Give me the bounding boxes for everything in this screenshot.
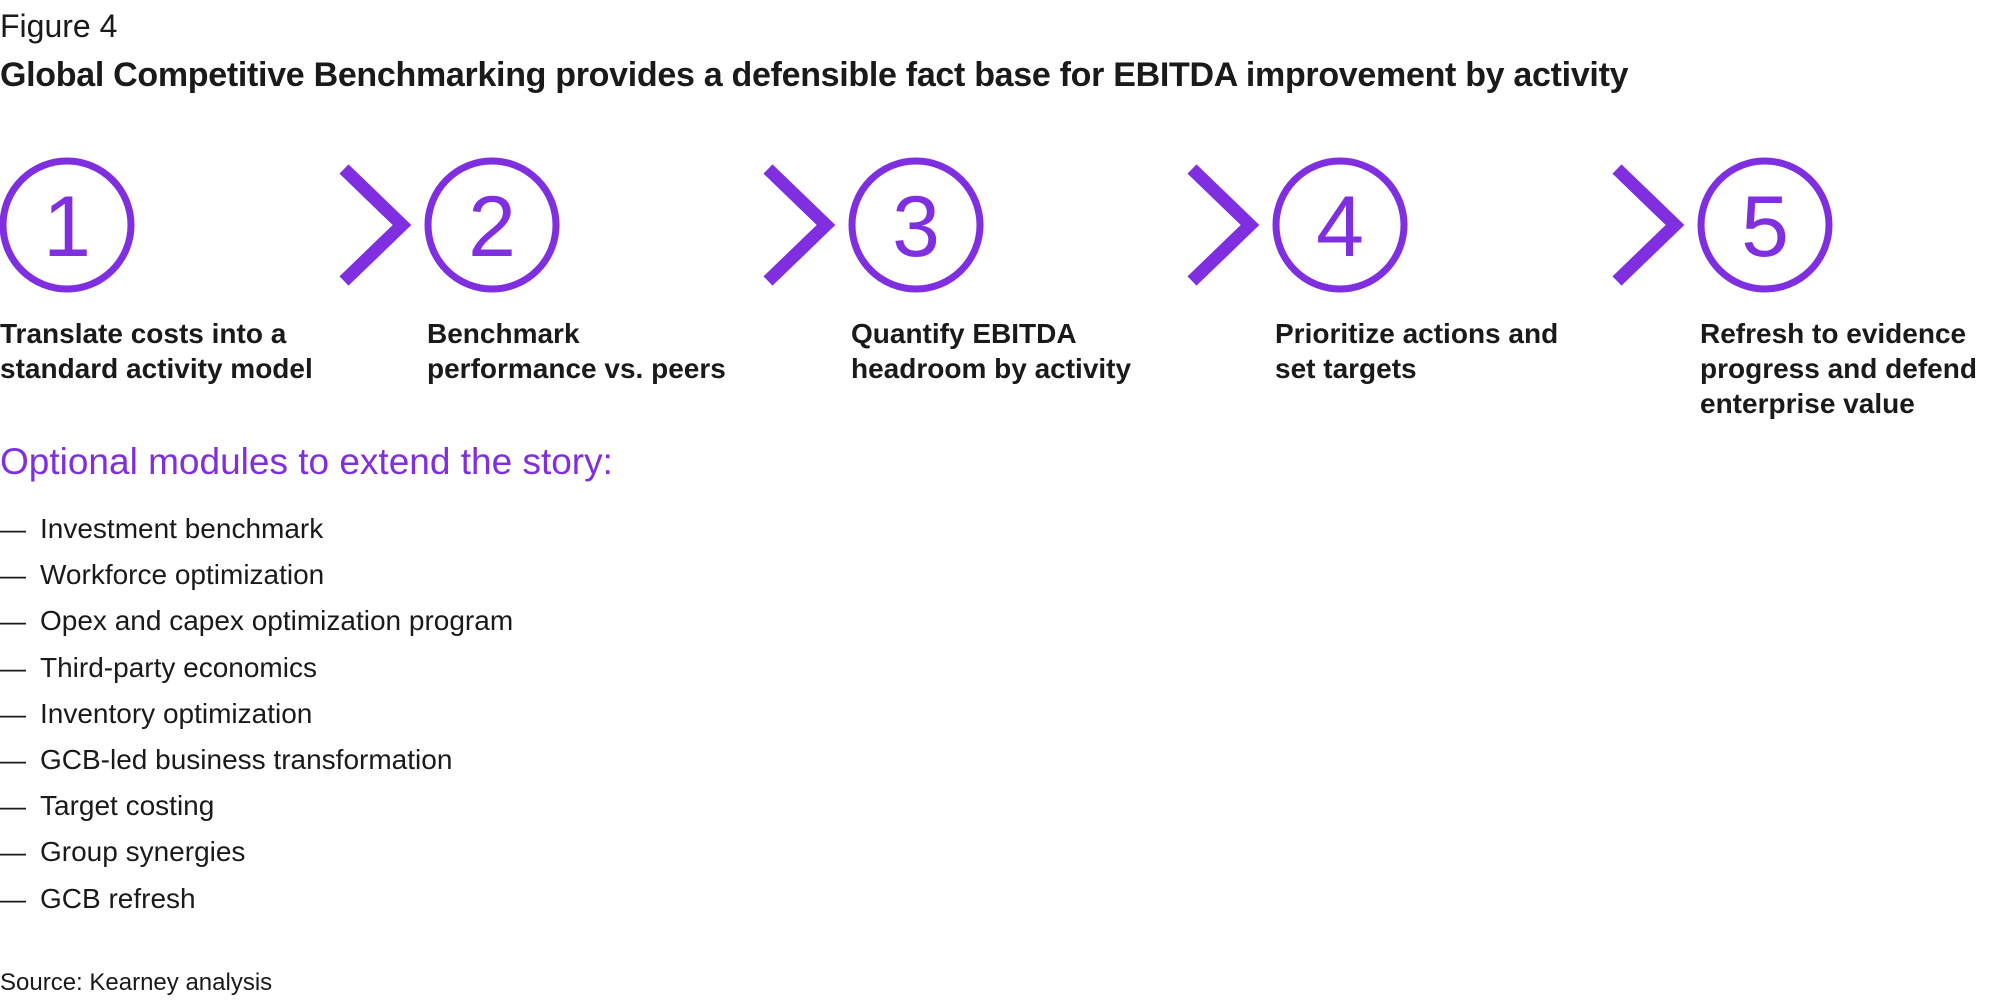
module-item: — Inventory optimization bbox=[0, 691, 513, 737]
module-label: Target costing bbox=[40, 790, 215, 822]
dash-bullet: — bbox=[0, 745, 26, 776]
module-item: — GCB refresh bbox=[0, 876, 513, 922]
optional-modules-list: — Investment benchmark — Workforce optimiza… bbox=[0, 506, 513, 922]
dash-bullet: — bbox=[0, 883, 26, 914]
step-2-label: Benchmark performance vs. peers bbox=[427, 318, 726, 384]
figure-title: Global Competitive Benchmarking provides… bbox=[0, 56, 1629, 94]
step-3-circle: 3 bbox=[848, 157, 984, 293]
dash-bullet: — bbox=[0, 606, 26, 637]
step-1-circle: 1 bbox=[0, 157, 135, 293]
process-flow: 1 2 3 4 5 bbox=[0, 150, 2000, 300]
module-label: Opex and capex optimization program bbox=[40, 605, 514, 637]
module-label: Third-party economics bbox=[40, 651, 317, 683]
module-item: — Opex and capex optimization program bbox=[0, 598, 513, 644]
arrow-4-to-5 bbox=[1430, 164, 1685, 286]
step-5-number: 5 bbox=[1741, 179, 1789, 275]
arrow-3-to-4 bbox=[1006, 164, 1260, 286]
dash-bullet: — bbox=[0, 791, 26, 822]
module-item: — GCB-led business transformation bbox=[0, 737, 513, 783]
step-1-label: Translate costs into a standard activity… bbox=[0, 318, 313, 384]
optional-modules-heading: Optional modules to extend the story: bbox=[0, 441, 613, 482]
module-item: — Workforce optimization bbox=[0, 552, 513, 598]
module-item: — Investment benchmark bbox=[0, 506, 513, 552]
step-3-label: Quantify EBITDA headroom by activity bbox=[851, 318, 1132, 384]
dash-bullet: — bbox=[0, 514, 26, 545]
step-2-number: 2 bbox=[468, 179, 516, 275]
step-5-label: Refresh to evidence progress and defend … bbox=[1700, 318, 1977, 419]
step-4-label: Prioritize actions and set targets bbox=[1275, 318, 1559, 384]
process-flow-diagram: 1 2 3 4 5 bbox=[0, 157, 1833, 293]
module-label: GCB refresh bbox=[40, 882, 196, 914]
module-label: Inventory optimization bbox=[40, 697, 313, 729]
dash-bullet: — bbox=[0, 837, 26, 868]
source-note: Source: Kearney analysis bbox=[0, 969, 273, 996]
module-label: Workforce optimization bbox=[40, 559, 325, 591]
arrow-2-to-3 bbox=[582, 164, 836, 286]
module-item: — Target costing bbox=[0, 783, 513, 829]
module-label: Investment benchmark bbox=[40, 513, 324, 545]
module-label: Group synergies bbox=[40, 836, 246, 868]
step-4-circle: 4 bbox=[1272, 157, 1408, 293]
module-item: — Third-party economics bbox=[0, 645, 513, 691]
figure-label: Figure 4 bbox=[0, 8, 118, 44]
step-3-number: 3 bbox=[892, 179, 940, 275]
module-label: GCB-led business transformation bbox=[40, 744, 453, 776]
dash-bullet: — bbox=[0, 652, 26, 683]
dash-bullet: — bbox=[0, 560, 26, 591]
arrow-1-to-2 bbox=[157, 164, 412, 286]
step-5-circle: 5 bbox=[1697, 157, 1833, 293]
dash-bullet: — bbox=[0, 698, 26, 729]
module-item: — Group synergies bbox=[0, 829, 513, 875]
step-1-number: 1 bbox=[43, 179, 91, 275]
step-2-circle: 2 bbox=[424, 157, 560, 293]
step-4-number: 4 bbox=[1316, 179, 1364, 275]
